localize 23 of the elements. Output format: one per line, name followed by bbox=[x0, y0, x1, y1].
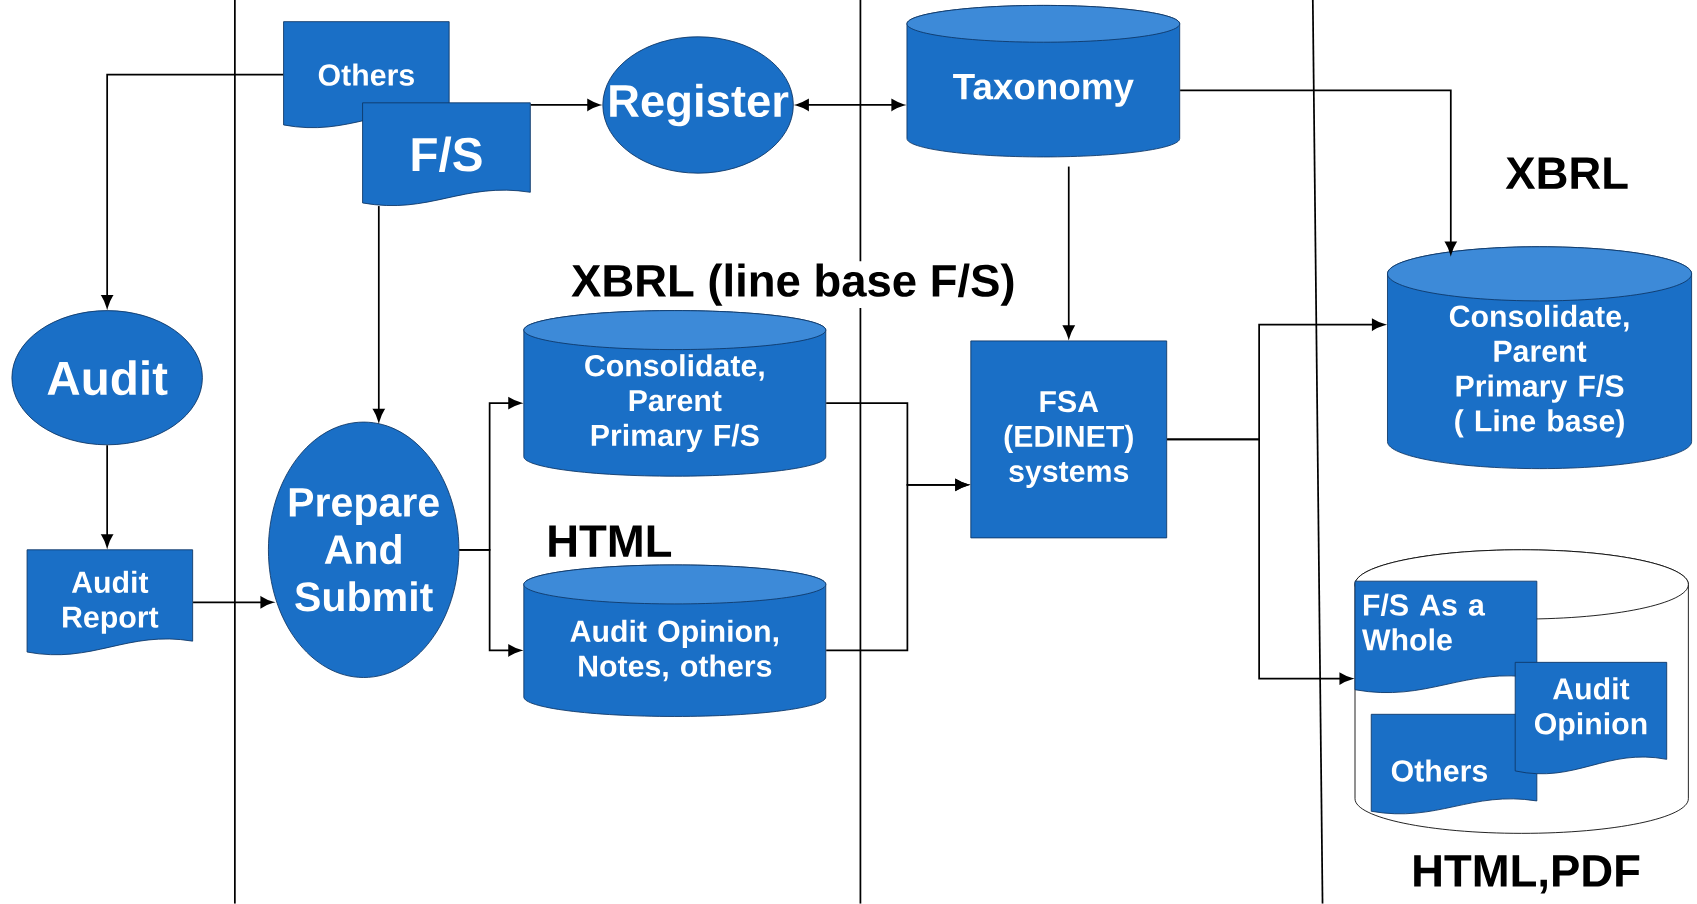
arrow bbox=[1179, 89, 1457, 255]
oval-node: Audit bbox=[11, 310, 203, 446]
arrow bbox=[529, 99, 601, 111]
database-cylinder: Consolidate, Parent Primary F/S ( Line base) bbox=[1387, 246, 1693, 470]
section-heading: XBRL bbox=[1503, 155, 1632, 192]
arrow bbox=[825, 479, 969, 652]
arrow bbox=[458, 549, 522, 657]
oval-node: Prepare And Submit bbox=[267, 421, 460, 679]
database-cylinder: Consolidate, Parent Primary F/S bbox=[523, 310, 827, 477]
section-heading: HTML,PDF bbox=[1414, 855, 1640, 894]
arrow bbox=[101, 73, 284, 309]
arrow bbox=[1166, 438, 1353, 685]
arrow bbox=[373, 205, 385, 422]
section-heading: HTML bbox=[544, 523, 675, 560]
process-box: FSA (EDINET) systems bbox=[970, 340, 1168, 539]
arrow bbox=[192, 596, 274, 609]
database-cylinder: Taxonomy bbox=[906, 5, 1181, 158]
database-cylinder: Audit Opinion, Notes, others bbox=[523, 564, 827, 718]
arrow bbox=[1063, 165, 1075, 339]
arrow bbox=[101, 444, 113, 548]
section-heading: XBRL (line base F/S) bbox=[568, 261, 1018, 309]
oval-node: Register bbox=[602, 36, 794, 174]
arrow bbox=[796, 99, 905, 111]
